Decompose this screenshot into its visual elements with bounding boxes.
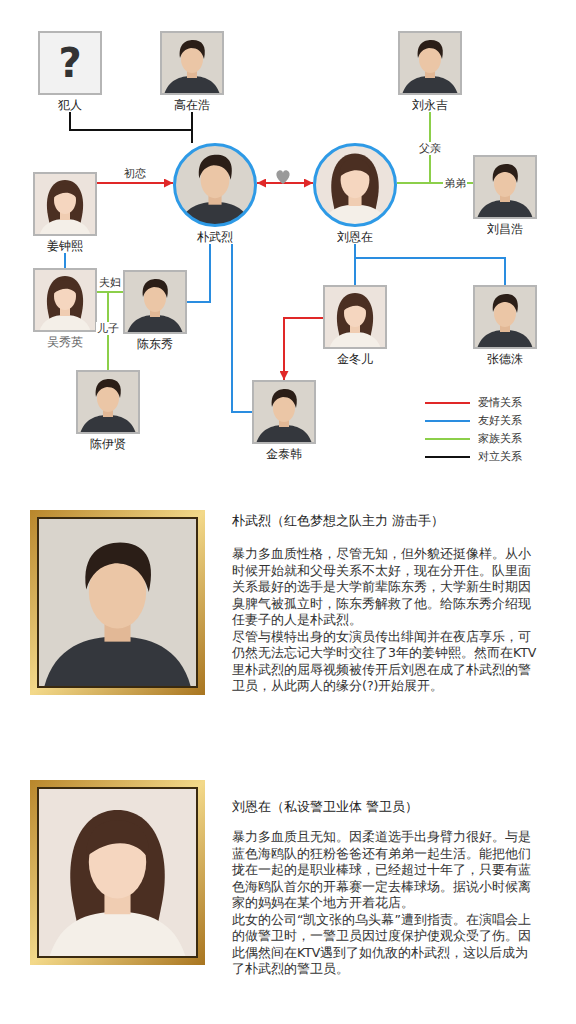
heart-symbol	[276, 170, 289, 184]
character-card: 刘永吉	[398, 31, 462, 112]
character-name: 犯人	[58, 98, 82, 112]
portrait	[398, 31, 462, 95]
character-name: 刘恩在	[337, 230, 373, 244]
character-name: 金泰韩	[266, 447, 302, 461]
character-card: 陈伊贤	[76, 370, 140, 451]
photo-frame	[123, 270, 187, 334]
edge-label: 儿子	[96, 322, 120, 335]
legend-text: 对立关系	[478, 450, 522, 463]
gold-frame	[30, 510, 205, 695]
portrait	[313, 143, 397, 227]
legend-swatch	[425, 420, 470, 422]
profile-text: 暴力多血质性格，尽管无知，但外貌还挺像样。从小时候开始就和父母关系不太好，现在分…	[232, 546, 537, 629]
profile-text: 尽管与模特出身的女演员传出绯闻并在夜店享乐，可仍然无法忘记大学时交往了3年的姜钟…	[232, 629, 537, 695]
profile-text: 此女的公司“凯文张的乌头幕”遭到指责。在演唱会上的做警卫时，一警卫员因过度保护使…	[232, 912, 537, 978]
character-name: 吴秀英	[47, 335, 83, 349]
character-name: 张德洙	[487, 352, 523, 366]
character-card: 张德洙	[473, 285, 537, 366]
character-circle: 朴武烈	[173, 143, 257, 244]
legend-row: 友好关系	[425, 414, 522, 427]
photo-frame	[33, 268, 97, 332]
photo-frame	[473, 155, 537, 219]
portrait	[323, 285, 387, 349]
legend-swatch	[425, 402, 470, 404]
legend-swatch	[425, 456, 470, 458]
character-card: 刘昌浩	[473, 155, 537, 236]
profile-heading: 刘恩在（私设警卫业体 警卫员）	[232, 799, 552, 816]
photo-frame: ?	[38, 31, 102, 95]
portrait	[160, 31, 224, 95]
connector	[355, 244, 505, 285]
character-card: 金冬儿	[323, 285, 387, 366]
character-name: 金冬儿	[337, 352, 373, 366]
legend-text: 家族关系	[478, 432, 522, 445]
photo-frame	[313, 143, 397, 227]
connector	[97, 182, 173, 184]
legend-row: 家族关系	[425, 432, 522, 445]
photo-frame	[160, 31, 224, 95]
character-name: 陈伊贤	[90, 437, 126, 451]
portrait	[123, 270, 187, 334]
connector	[187, 244, 210, 302]
legend-swatch	[425, 438, 470, 440]
character-name: 刘永吉	[412, 98, 448, 112]
portrait	[473, 155, 537, 219]
character-name: 高在浩	[174, 98, 210, 112]
character-card: 姜钟熙	[33, 172, 97, 253]
photo-frame	[76, 370, 140, 434]
character-name: 刘昌浩	[487, 222, 523, 236]
portrait	[252, 380, 316, 444]
edge-label: 初恋	[123, 167, 147, 180]
legend-text: 爱情关系	[478, 396, 522, 409]
portrait	[33, 172, 97, 236]
profile-heading: 朴武烈（红色梦想之队主力 游击手）	[232, 513, 552, 530]
edge-label: 父亲	[418, 142, 442, 155]
character-card: 陈东秀	[123, 270, 187, 351]
photo-frame	[33, 172, 97, 236]
character-circle: 刘恩在	[313, 143, 397, 244]
character-card: 高在浩	[160, 31, 224, 112]
portrait	[33, 268, 97, 332]
character-name: 姜钟熙	[47, 239, 83, 253]
photo-frame	[398, 31, 462, 95]
photo-frame	[252, 380, 316, 444]
profile-photo	[39, 789, 196, 956]
legend-row: 对立关系	[425, 450, 522, 463]
unknown-mark: ?	[58, 43, 81, 83]
character-card: 金泰韩	[252, 380, 316, 461]
photo-frame	[323, 285, 387, 349]
profile-photo	[39, 519, 196, 686]
profile-text: 暴力多血质且无知。因柔道选手出身臂力很好。与是蓝色海鸥队的狂粉爸爸还有弟弟一起生…	[232, 829, 537, 912]
connector	[232, 244, 252, 412]
edge-label: 弟弟	[443, 177, 467, 190]
connector	[191, 112, 193, 143]
portrait	[173, 143, 257, 227]
photo-frame	[173, 143, 257, 227]
photo-frame	[473, 285, 537, 349]
connector	[70, 112, 192, 143]
character-card: 吴秀英	[33, 268, 97, 349]
portrait	[473, 285, 537, 349]
connector	[64, 253, 66, 268]
character-card: ? 犯人	[38, 31, 102, 112]
character-name: 陈东秀	[137, 337, 173, 351]
character-name: 朴武烈	[197, 230, 233, 244]
legend-row: 爱情关系	[425, 396, 522, 409]
gold-frame	[30, 780, 205, 965]
portrait	[76, 370, 140, 434]
connector	[284, 318, 323, 380]
legend-text: 友好关系	[478, 414, 522, 427]
edge-label: 夫妇	[98, 276, 122, 289]
